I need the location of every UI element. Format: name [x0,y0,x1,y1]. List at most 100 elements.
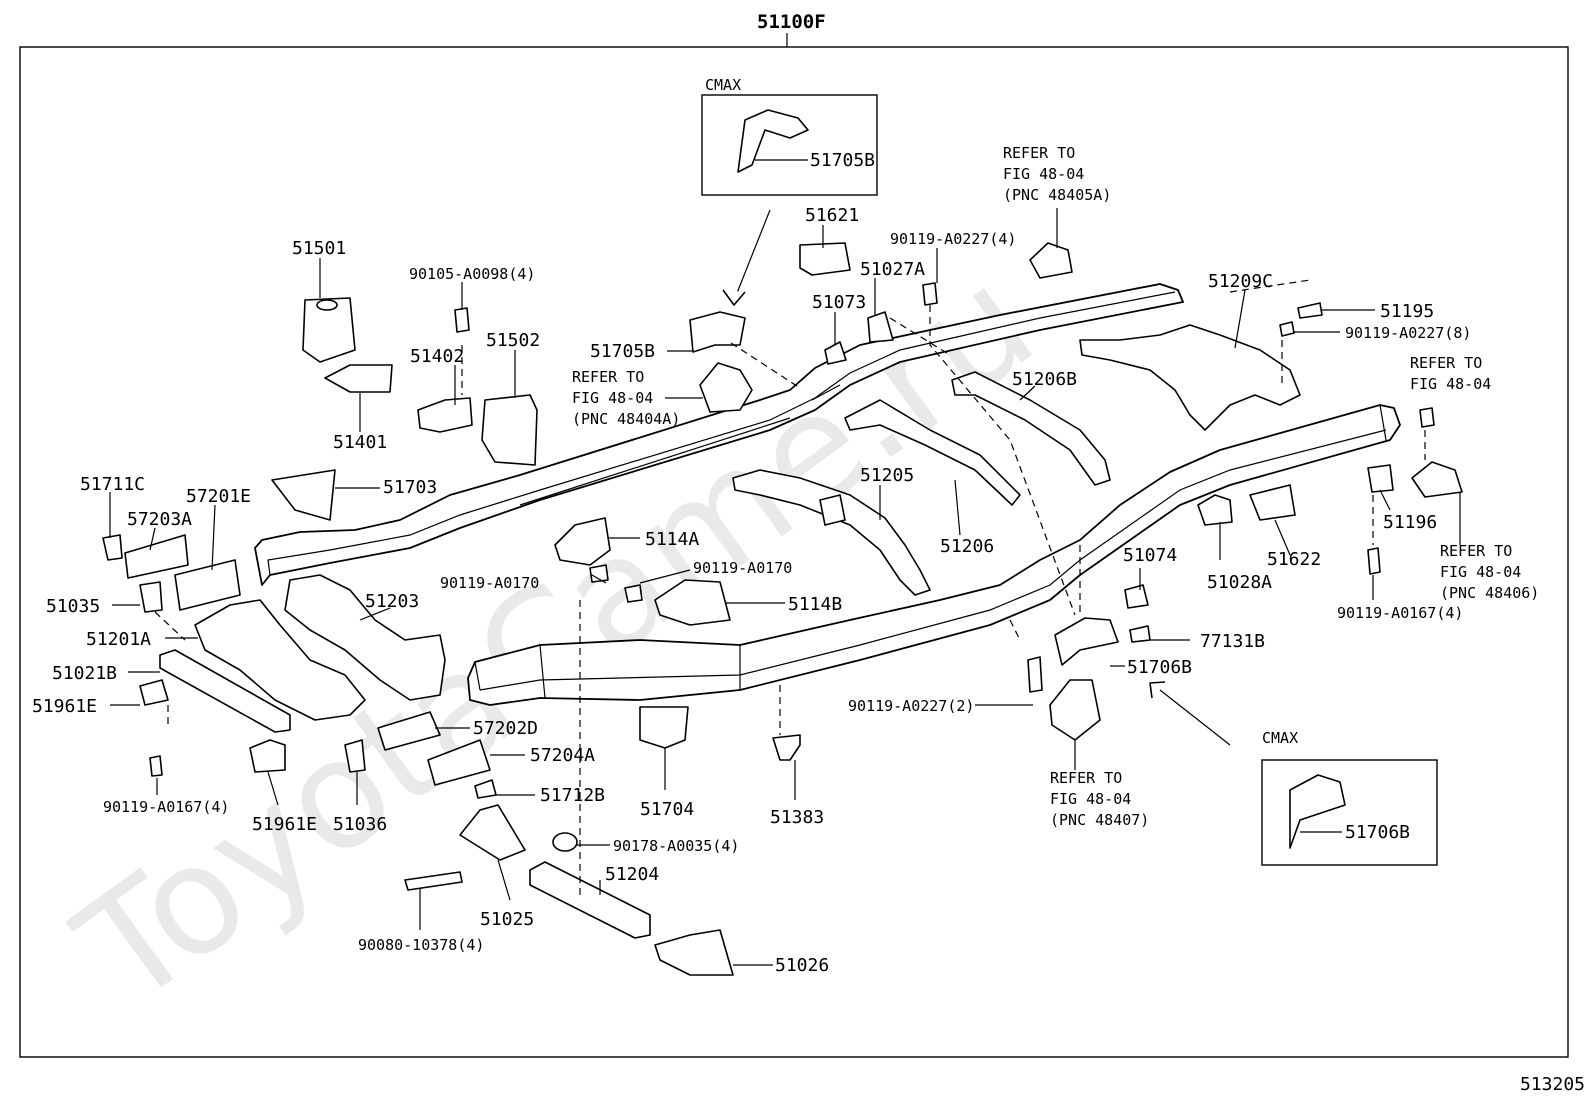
bracket-57204A [427,739,491,786]
bolt-90119-A0227-4 [922,282,938,306]
bolt-90119-A0167-left [149,755,163,777]
label-90105-A0098: 90105-A0098(4) [409,265,535,283]
label-51706B-inset: 51706B [1345,822,1410,843]
bracket-51621 [799,242,851,276]
part-labels: 51501 51401 90105-A0098(4) 51402 51502 5… [32,205,1471,976]
svg-text:REFER TO: REFER TO [1050,769,1122,787]
bracket-5114A [554,517,611,566]
crossmember-51021B [159,649,291,733]
svg-text:FIG 48-04: FIG 48-04 [1440,563,1521,581]
frame-right-rail [467,404,1401,706]
label-51712B: 51712B [540,785,605,806]
bolt-right-top [1419,407,1435,428]
label-90119-A0227-4: 90119-A0227(4) [890,230,1016,248]
bracket-51383 [772,734,801,761]
bracket-51074 [1124,584,1149,609]
label-90119-A0170-a: 90119-A0170 [440,574,539,592]
bolt-90080-10378 [404,871,463,891]
label-51622: 51622 [1267,549,1321,570]
assembly-line [730,342,801,389]
assembly-line [1009,619,1021,641]
bracket-51027A [867,311,894,343]
svg-text:(PNC 48405A): (PNC 48405A) [1003,186,1111,204]
cmax-label-bottom: CMAX [1262,729,1298,747]
bracket-51035 [139,581,163,613]
bracket-5114B [654,579,731,626]
label-51621: 51621 [805,205,859,226]
cmax-label-top: CMAX [705,76,741,94]
label-51961E-a: 51961E [32,696,97,717]
bracket-51704 [639,706,689,749]
svg-text:FIG 48-04: FIG 48-04 [1003,165,1084,183]
bracket-51401 [324,364,393,393]
bolt-90119-A0170-a [589,564,609,583]
label-90119-A0170-b: 90119-A0170 [693,559,792,577]
svg-text:REFER TO: REFER TO [1003,144,1075,162]
label-51711C: 51711C [80,474,145,495]
assembly-line [1229,279,1311,293]
svg-text:REFER TO: REFER TO [1410,354,1482,372]
bracket-48407 [1049,679,1101,741]
label-51073: 51073 [812,292,866,313]
bracket-51025 [459,804,526,861]
ref-48407: REFER TO FIG 48-04 (PNC 48407) [1050,769,1149,829]
crossmember-51209C [1079,324,1301,431]
label-51402: 51402 [410,346,464,367]
label-51021B: 51021B [52,663,117,684]
assembly-line [154,611,186,641]
bracket-51961E-b [249,739,286,773]
ref-fig-48-04-right: REFER TO FIG 48-04 [1410,354,1491,393]
svg-text:FIG 48-04: FIG 48-04 [1050,790,1131,808]
bracket-51028A [1197,494,1233,526]
crossmember-51206 [844,399,1021,506]
bolt-90119-A0170-b [624,584,643,603]
bracket-51501 [302,297,356,363]
svg-text:(PNC 48406): (PNC 48406) [1440,584,1539,602]
label-51704: 51704 [640,799,694,820]
label-57204A: 57204A [530,745,595,766]
bracket-57201E [174,559,241,611]
arrow-to-51706B [1149,681,1231,746]
label-51074: 51074 [1123,545,1177,566]
bolt-90105-A0098 [454,307,470,333]
label-51383: 51383 [770,807,824,828]
svg-text:(PNC 48404A): (PNC 48404A) [572,410,680,428]
ref-48406: REFER TO FIG 48-04 (PNC 48406) [1440,542,1539,602]
label-77131B: 77131B [1200,631,1265,652]
label-90119-A0167-left: 90119-A0167(4) [103,798,229,816]
bracket-51402 [417,397,473,433]
label-51961E-b: 51961E [252,814,317,835]
label-51201A: 51201A [86,629,151,650]
label-90119-A0227-2: 90119-A0227(2) [848,697,974,715]
bolt-90119-A0227-2 [1027,656,1043,693]
label-51705B: 51705B [590,341,655,362]
label-51703: 51703 [383,477,437,498]
label-51209C: 51209C [1208,271,1273,292]
label-57201E: 57201E [186,486,251,507]
label-51501: 51501 [292,238,346,259]
cmax-inset-top: CMAX 51705B [701,76,878,196]
svg-text:REFER TO: REFER TO [572,368,644,386]
label-51027A: 51027A [860,259,925,280]
crossmember-51201A [194,599,366,721]
label-51204: 51204 [605,864,659,885]
bracket-57203A [124,534,189,579]
bracket-51705B [689,311,746,353]
label-51196: 51196 [1383,512,1437,533]
label-51035: 51035 [46,596,100,617]
label-51706B: 51706B [1127,657,1192,678]
label-90119-A0227-8: 90119-A0227(8) [1345,324,1471,342]
bracket-57202D [377,711,441,751]
label-5114B: 5114B [788,594,842,615]
bracket-48405A [1029,242,1073,279]
bracket-48406 [1411,461,1463,498]
ref-48405A: REFER TO FIG 48-04 (PNC 48405A) [1003,144,1111,248]
label-51195: 51195 [1380,301,1434,322]
bolt-90119-A0227-8 [1279,321,1295,337]
figure-number: 513205 [1520,1074,1585,1095]
cmax-inset-bottom: CMAX 51706B [1261,729,1438,866]
label-5114A: 5114A [645,529,699,550]
arrow-to-51705B [722,209,771,306]
svg-text:REFER TO: REFER TO [1440,542,1512,560]
